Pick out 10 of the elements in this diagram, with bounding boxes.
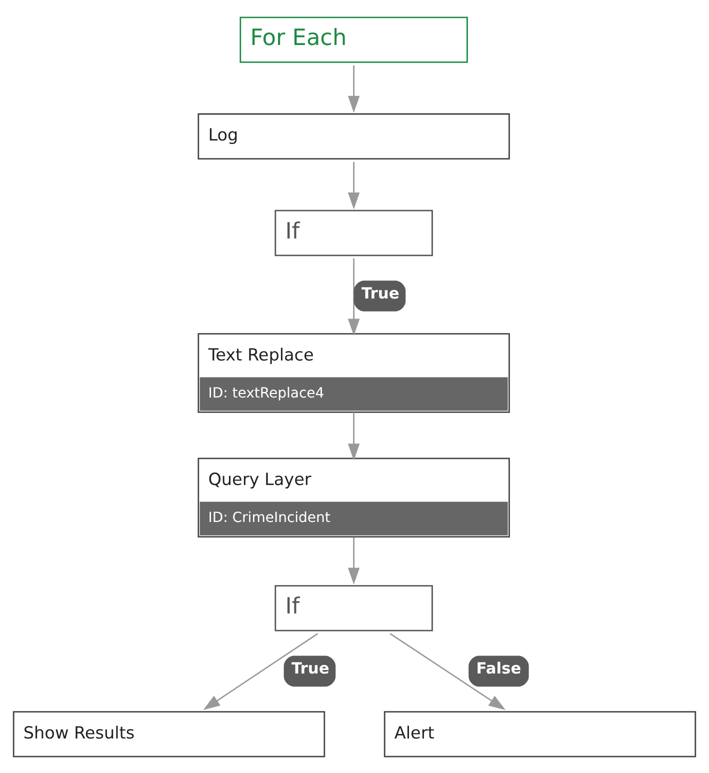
arrow — [348, 161, 360, 209]
arrow — [348, 258, 360, 336]
arrow — [348, 412, 360, 460]
arrow — [348, 64, 360, 112]
edge-label: False — [476, 659, 522, 678]
arrow — [390, 632, 506, 710]
arrow — [348, 536, 360, 584]
arrow — [203, 632, 318, 710]
edge-label: True — [362, 284, 400, 302]
edge-label: True — [292, 659, 330, 678]
